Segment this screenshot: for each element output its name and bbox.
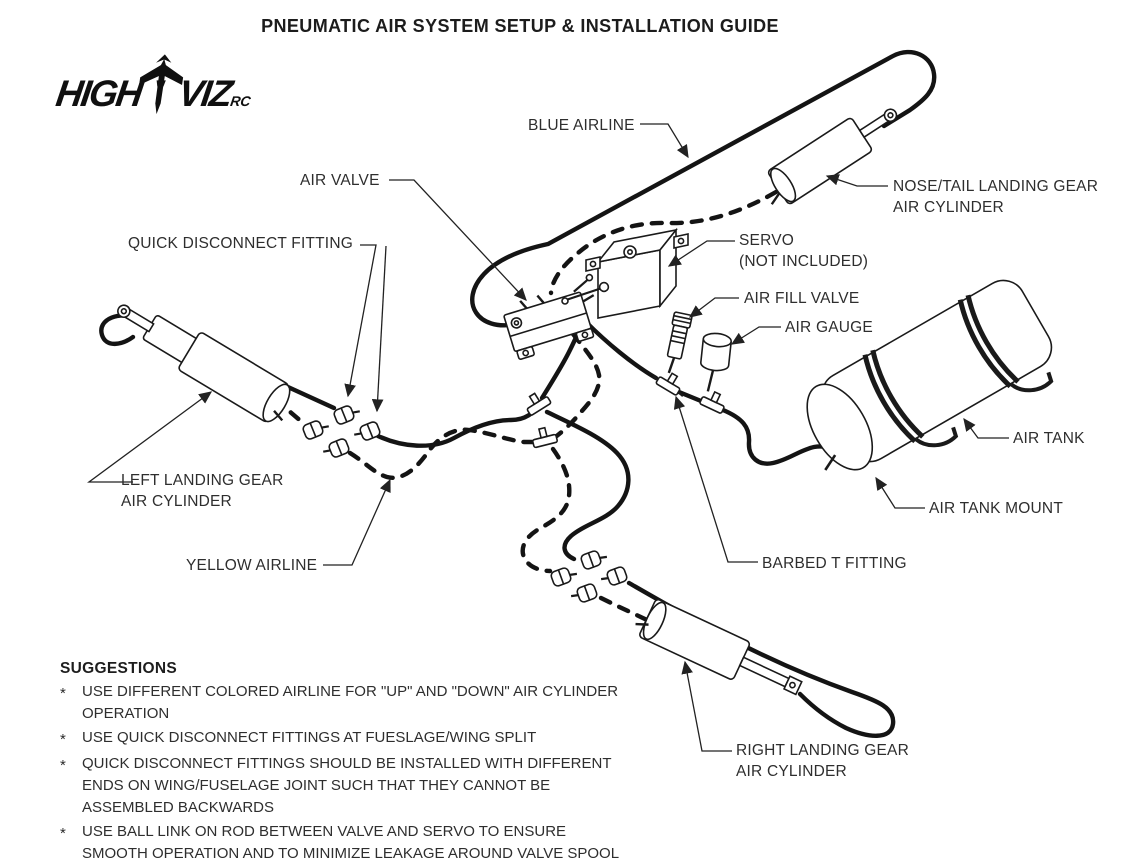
air-tank-drawing bbox=[806, 279, 1054, 471]
leader-servo bbox=[667, 240, 735, 267]
bullet-star: * bbox=[60, 731, 66, 748]
label-blue-airline: BLUE AIRLINE bbox=[528, 117, 635, 134]
left-cylinder-drawing bbox=[117, 304, 291, 423]
air-fill-valve-drawing bbox=[666, 311, 693, 374]
servo-drawing bbox=[561, 227, 689, 319]
leader-barbed-t bbox=[673, 395, 758, 563]
bullet-star: * bbox=[60, 685, 66, 702]
bullet-star: * bbox=[60, 825, 66, 842]
highviz-plane-icon bbox=[138, 54, 183, 115]
yellow-airline-line bbox=[347, 427, 540, 480]
label-right-cylinder: RIGHT LANDING GEAR AIR CYLINDER bbox=[736, 742, 909, 780]
leader-lines bbox=[87, 123, 1009, 752]
label-air-fill-valve: AIR FILL VALVE bbox=[744, 290, 860, 307]
suggestion-item: * QUICK DISCONNECT FITTINGS SHOULD BE IN… bbox=[60, 753, 680, 819]
leader-yellow-airline bbox=[323, 478, 391, 566]
tank-mounts bbox=[914, 371, 1054, 448]
quick-disconnect-right-cluster bbox=[550, 550, 628, 603]
label-quick-disconnect-fitting: QUICK DISCONNECT FITTING bbox=[128, 235, 353, 252]
page-title: PNEUMATIC AIR SYSTEM SETUP & INSTALLATIO… bbox=[261, 16, 779, 36]
suggestion-item: * USE BALL LINK ON ROD BETWEEN VALVE AND… bbox=[60, 821, 680, 861]
parts bbox=[117, 108, 1054, 696]
suggestion-text: QUICK DISCONNECT FITTINGS SHOULD BE INST… bbox=[82, 755, 612, 816]
label-air-gauge: AIR GAUGE bbox=[785, 319, 873, 336]
air-valve-drawing bbox=[503, 273, 595, 360]
leader-blue-airline bbox=[640, 123, 689, 159]
leader-left-cylinder bbox=[87, 391, 213, 483]
leader-quick-disconnect-2 bbox=[371, 245, 387, 413]
leader-air-valve bbox=[389, 179, 527, 301]
blue-airline-line bbox=[470, 49, 937, 328]
label-air-tank: AIR TANK bbox=[1013, 430, 1085, 447]
label-air-tank-mount: AIR TANK MOUNT bbox=[929, 500, 1063, 517]
highviz-logo: HIGH VIZ RC bbox=[54, 52, 258, 115]
leader-air-gauge bbox=[730, 326, 781, 345]
label-nose-tail-cylinder: NOSE/TAIL LANDING GEAR AIR CYLINDER bbox=[893, 178, 1099, 216]
label-barbed-t-fitting: BARBED T FITTING bbox=[762, 555, 907, 572]
label-yellow-airline: YELLOW AIRLINE bbox=[186, 557, 318, 574]
suggestions-section: SUGGESTIONS * USE DIFFERENT COLORED AIRL… bbox=[60, 660, 680, 861]
right-cylinder-drawing bbox=[635, 598, 803, 696]
label-air-valve: AIR VALVE bbox=[300, 172, 380, 189]
suggestion-item: * USE QUICK DISCONNECT FITTINGS AT FUESL… bbox=[60, 727, 680, 751]
leader-quick-disconnect-1 bbox=[344, 244, 377, 398]
barbed-t-fitting-2 bbox=[699, 390, 725, 414]
barbed-t-fitting-4 bbox=[532, 426, 558, 449]
suggestion-text: USE QUICK DISCONNECT FITTINGS AT FUESLAG… bbox=[82, 729, 537, 746]
tank-straps bbox=[862, 294, 1020, 444]
suggestion-text: USE DIFFERENT COLORED AIRLINE FOR "UP" A… bbox=[82, 683, 619, 722]
leader-air-tank bbox=[963, 417, 1009, 439]
leader-right-cylinder bbox=[681, 660, 732, 752]
barbed-t-fitting-1 bbox=[652, 372, 684, 397]
bullet-star: * bbox=[60, 757, 66, 774]
quick-disconnect-left-cluster bbox=[302, 405, 381, 458]
nose-cylinder-drawing bbox=[767, 108, 898, 205]
label-left-cylinder: LEFT LANDING GEAR AIR CYLINDER bbox=[121, 472, 284, 510]
suggestion-text: USE BALL LINK ON ROD BETWEEN VALVE AND S… bbox=[82, 823, 620, 861]
leader-air-fill-valve bbox=[688, 297, 739, 318]
label-servo: SERVO (NOT INCLUDED) bbox=[739, 232, 869, 270]
barbed-t-fitting-3 bbox=[526, 392, 552, 416]
air-gauge-drawing bbox=[700, 332, 732, 392]
leader-nose-cylinder bbox=[825, 174, 888, 187]
suggestion-item: * USE DIFFERENT COLORED AIRLINE FOR "UP"… bbox=[60, 681, 680, 725]
suggestions-heading: SUGGESTIONS bbox=[60, 660, 177, 677]
leader-air-tank-mount bbox=[875, 476, 925, 509]
